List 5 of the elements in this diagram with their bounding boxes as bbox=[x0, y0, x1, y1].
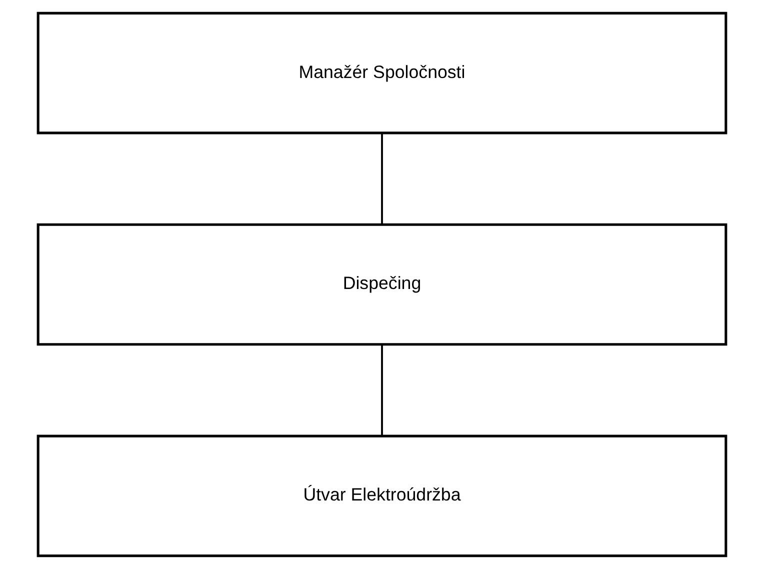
node-box: Manažér Spoločnosti bbox=[36, 12, 728, 134]
connector bbox=[381, 344, 383, 436]
connector bbox=[381, 133, 383, 225]
node-box: Dispečing bbox=[36, 223, 728, 346]
node-box: Útvar Elektroúdržba bbox=[36, 434, 728, 558]
